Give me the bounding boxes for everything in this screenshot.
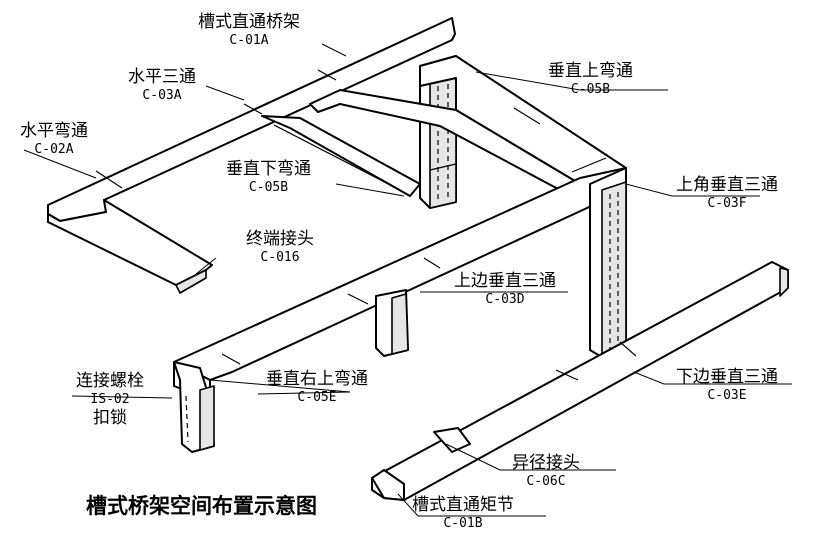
label-c06c-code: C-06C [526,473,566,489]
label-c05e-name: 垂直右上弯通 [266,369,368,389]
upper-tray-run [47,17,456,294]
label-c05b-down-name: 垂直下弯通 [226,159,311,179]
label-c03e-name: 下边垂直三通 [676,367,778,387]
label-c01b: 槽式直通矩节 C-01B [412,496,514,531]
label-c03d: 上边垂直三通 C-03D [454,272,556,307]
corner-vertical-riser [589,167,627,357]
label-c016-name: 终端接头 [246,229,314,249]
label-c03a-code: C-03A [142,87,182,103]
label-c03d-code: C-03D [485,291,525,307]
label-c016: 终端接头 C-016 [246,230,314,265]
label-is02: 连接螺栓 IS-02 扣锁 [76,372,144,428]
label-c01a: 槽式直通桥架 C-01A [198,13,300,48]
label-c06c-name: 异径接头 [512,453,580,473]
label-c05b-up: 垂直上弯通 C-05B [548,62,633,97]
label-is02-name: 连接螺栓 [76,371,144,391]
label-c02a: 水平弯通 C-02A [20,122,88,157]
label-c01a-name: 槽式直通桥架 [198,12,300,32]
lower-left-drop [173,361,215,453]
label-c01b-code: C-01B [443,515,483,531]
lower-tray-run [371,261,789,501]
label-c05b-up-name: 垂直上弯通 [548,61,633,81]
leader-lines [23,43,792,517]
label-is02-extra: 扣锁 [93,407,127,428]
label-c05b-down-code: C-05B [248,179,289,195]
label-c05e: 垂直右上弯通 C-05E [266,370,368,405]
label-c05b-up-code: C-05B [570,81,611,97]
label-c01b-name: 槽式直通矩节 [412,495,514,515]
label-c03f: 上角垂直三通 C-03F [676,176,778,211]
label-c03e: 下边垂直三通 C-03E [676,368,778,403]
label-c02a-name: 水平弯通 [20,121,88,141]
main-tray-run [173,167,627,401]
label-is02-code: IS-02 [90,391,130,407]
label-c03a: 水平三通 C-03A [128,68,196,103]
label-c05e-code: C-05E [297,389,337,405]
label-c03f-name: 上角垂直三通 [676,175,778,195]
diagram-title: 槽式桥架空间布置示意图 [86,494,317,518]
label-c016-code: C-016 [260,249,300,265]
label-c03f-code: C-03F [707,195,747,211]
label-c02a-code: C-02A [34,141,74,157]
label-c01a-code: C-01A [229,32,269,48]
label-c06c: 异径接头 C-06C [512,454,580,489]
label-c03a-name: 水平三通 [128,67,196,87]
label-c05b-down: 垂直下弯通 C-05B [226,160,311,195]
label-c03d-name: 上边垂直三通 [454,271,556,291]
label-c03e-code: C-03E [707,387,747,403]
